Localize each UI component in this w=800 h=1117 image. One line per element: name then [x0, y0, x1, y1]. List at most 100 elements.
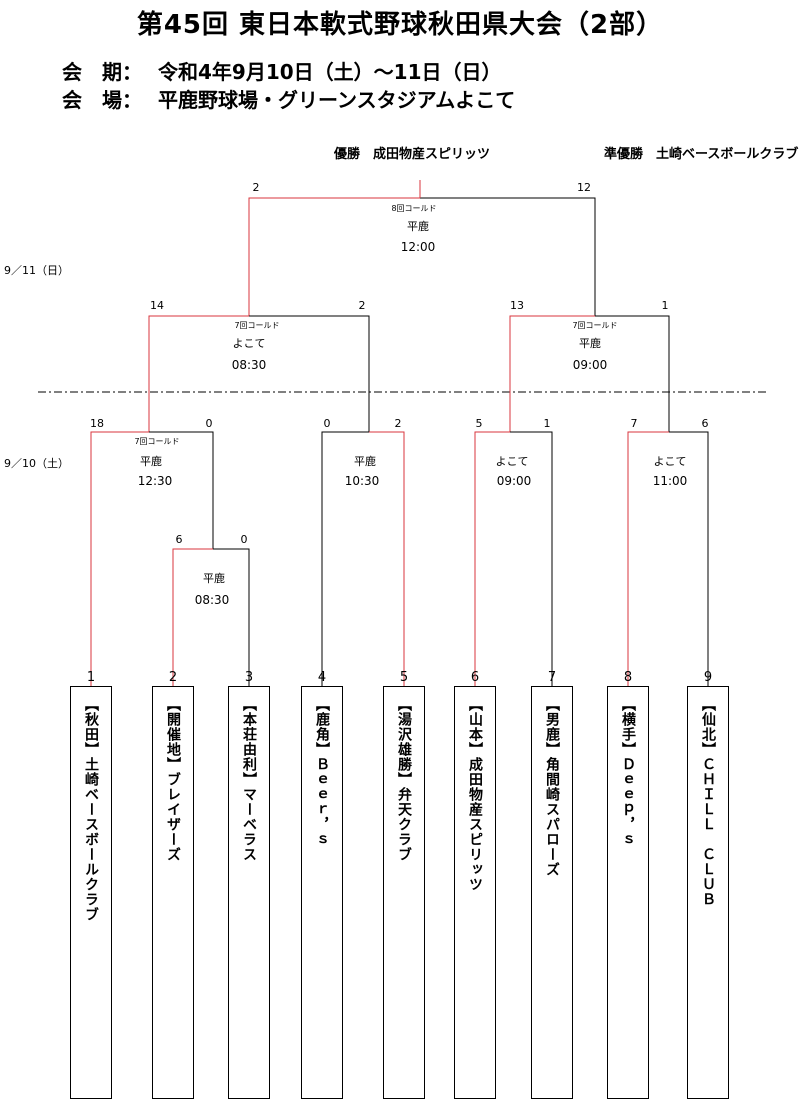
team-name: 【開催地】ブレイザーズ: [165, 697, 181, 862]
seed-number: 2: [169, 670, 177, 685]
m23-right-branch: [213, 548, 250, 686]
seed-number: 7: [548, 670, 556, 685]
m45-right-branch: [369, 431, 405, 686]
team-box-7: 【男鹿】角間崎スパローズ: [531, 686, 573, 1099]
m1-venue: 平鹿: [140, 454, 162, 468]
m1-score-right: 0: [206, 417, 213, 430]
final-score-left: 2: [253, 181, 260, 194]
sf-right-right-branch: [595, 315, 670, 432]
match-team4-vs-team5: 0 2 平鹿 10:30: [321, 417, 405, 686]
m1-note: 7回コールド: [134, 437, 179, 446]
team-box-2: 【開催地】ブレイザーズ: [152, 686, 194, 1099]
sf-left-time: 08:30: [232, 358, 267, 372]
team-name: 【秋田】土崎ベースボールクラブ: [83, 697, 99, 922]
sf-right-score-right: 1: [662, 299, 669, 312]
final-time: 12:00: [401, 240, 436, 254]
sf-left-left-branch: [148, 315, 249, 432]
period-value: 令和4年9月10日（土）～11日（日）: [158, 60, 502, 84]
m23-score-right: 0: [241, 533, 248, 546]
venue-value: 平鹿野球場・グリーンスタジアムよこて: [158, 88, 516, 112]
final-score-right: 12: [577, 181, 591, 194]
team-box-8: 【横手】Ｄｅｅｐ，ｓ: [607, 686, 649, 1099]
m23-left-branch: [172, 548, 213, 686]
m67-time: 09:00: [497, 474, 532, 488]
sf-right-left-branch: [509, 315, 595, 432]
team-box-6: 【山本】成田物産スピリッツ: [454, 686, 496, 1099]
seed-number: 5: [400, 670, 408, 685]
seed-number: 3: [245, 670, 253, 685]
match-semifinal-right: 13 1 7回コールド 平鹿 09:00: [509, 299, 670, 432]
m1-time: 12:30: [138, 474, 173, 488]
team-name: 【山本】成田物産スピリッツ: [467, 697, 483, 892]
m67-venue: よこて: [496, 455, 529, 468]
m45-left-branch: [321, 431, 369, 686]
seed-numbers: 1 2 3 4 5 6 7 8 9: [87, 670, 712, 685]
venue-row: 会 場： 平鹿野球場・グリーンスタジアムよこて: [62, 84, 515, 113]
team-name: 【男鹿】角間崎スパローズ: [544, 697, 560, 877]
sf-left-note: 7回コールド: [234, 321, 279, 330]
seed-number: 6: [471, 670, 479, 685]
match-final: 2 12 8回コールド 平鹿 12:00: [248, 180, 596, 316]
page-title: 第45回 東日本軟式野球秋田県大会（2部）: [136, 10, 664, 40]
m67-left-branch: [474, 431, 510, 686]
m89-left-branch: [627, 431, 669, 686]
match-semifinal-left: 14 2 7回コールド よこて 08:30: [148, 299, 370, 432]
m45-time: 10:30: [345, 474, 380, 488]
final-note: 8回コールド: [391, 204, 436, 213]
period-row: 会 期： 令和4年9月10日（土）～11日（日）: [62, 56, 502, 85]
team-name: 【仙北】ＣＨＩＬＬ ＣＬＵＢ: [700, 697, 716, 907]
final-left-branch: [248, 197, 420, 316]
period-label: 会 期：: [62, 60, 142, 84]
m67-score-right: 1: [544, 417, 551, 430]
m23-time: 08:30: [195, 593, 230, 607]
team-box-4: 【鹿角】Ｂｅｅｒ，ｓ: [301, 686, 343, 1099]
champion-label: 優勝 成田物産スピリッツ: [334, 147, 491, 162]
m23-venue: 平鹿: [203, 571, 225, 585]
m23-score-left: 6: [176, 533, 183, 546]
sf-left-score-right: 2: [359, 299, 366, 312]
sf-left-score-left: 14: [150, 299, 164, 312]
final-right-branch: [420, 197, 596, 316]
seed-number: 8: [624, 670, 632, 685]
date-day1: 9／10（土）: [4, 457, 69, 470]
team-box-1: 【秋田】土崎ベースボールクラブ: [70, 686, 112, 1099]
match-team2-vs-team3: 6 0 平鹿 08:30: [172, 533, 250, 686]
sf-right-note: 7回コールド: [572, 321, 617, 330]
team-name: 【横手】Ｄｅｅｐ，ｓ: [620, 697, 636, 847]
sf-right-time: 09:00: [573, 358, 608, 372]
seed-number: 1: [87, 670, 95, 685]
final-venue: 平鹿: [407, 219, 429, 233]
seed-number: 4: [318, 670, 326, 685]
runner-up-label: 準優勝 土崎ベースボールクラブ: [604, 147, 799, 162]
m89-score-left: 7: [631, 417, 638, 430]
m45-venue: 平鹿: [354, 454, 376, 468]
team-name: 【湯沢雄勝】弁天クラブ: [396, 697, 412, 862]
m1-score-left: 18: [90, 417, 104, 430]
sf-left-venue: よこて: [233, 337, 266, 350]
m45-score-right: 2: [395, 417, 402, 430]
m1-right-branch: [149, 431, 214, 549]
m89-time: 11:00: [653, 474, 688, 488]
match-team1-vs-winner23: 18 0 7回コールド 平鹿 12:30: [90, 417, 214, 686]
team-box-5: 【湯沢雄勝】弁天クラブ: [383, 686, 425, 1099]
date-day2: 9／11（日）: [4, 264, 69, 277]
team-name: 【本荘由利】マーベラス: [241, 697, 257, 862]
team-name: 【鹿角】Ｂｅｅｒ，ｓ: [314, 697, 330, 847]
m1-left-branch: [90, 431, 149, 686]
m67-score-left: 5: [476, 417, 483, 430]
m89-right-branch: [669, 431, 709, 686]
seed-number: 9: [704, 670, 712, 685]
team-box-3: 【本荘由利】マーベラス: [228, 686, 270, 1099]
m67-right-branch: [510, 431, 553, 686]
team-box-9: 【仙北】ＣＨＩＬＬ ＣＬＵＢ: [687, 686, 729, 1099]
sf-right-venue: 平鹿: [579, 336, 601, 350]
match-team6-vs-team7: 5 1 よこて 09:00: [474, 417, 553, 686]
sf-right-score-left: 13: [510, 299, 524, 312]
venue-label: 会 場：: [62, 88, 142, 112]
match-team8-vs-team9: 7 6 よこて 11:00: [627, 417, 709, 686]
sf-left-right-branch: [249, 315, 370, 432]
m89-score-right: 6: [702, 417, 709, 430]
m89-venue: よこて: [654, 455, 687, 468]
m45-score-left: 0: [324, 417, 331, 430]
